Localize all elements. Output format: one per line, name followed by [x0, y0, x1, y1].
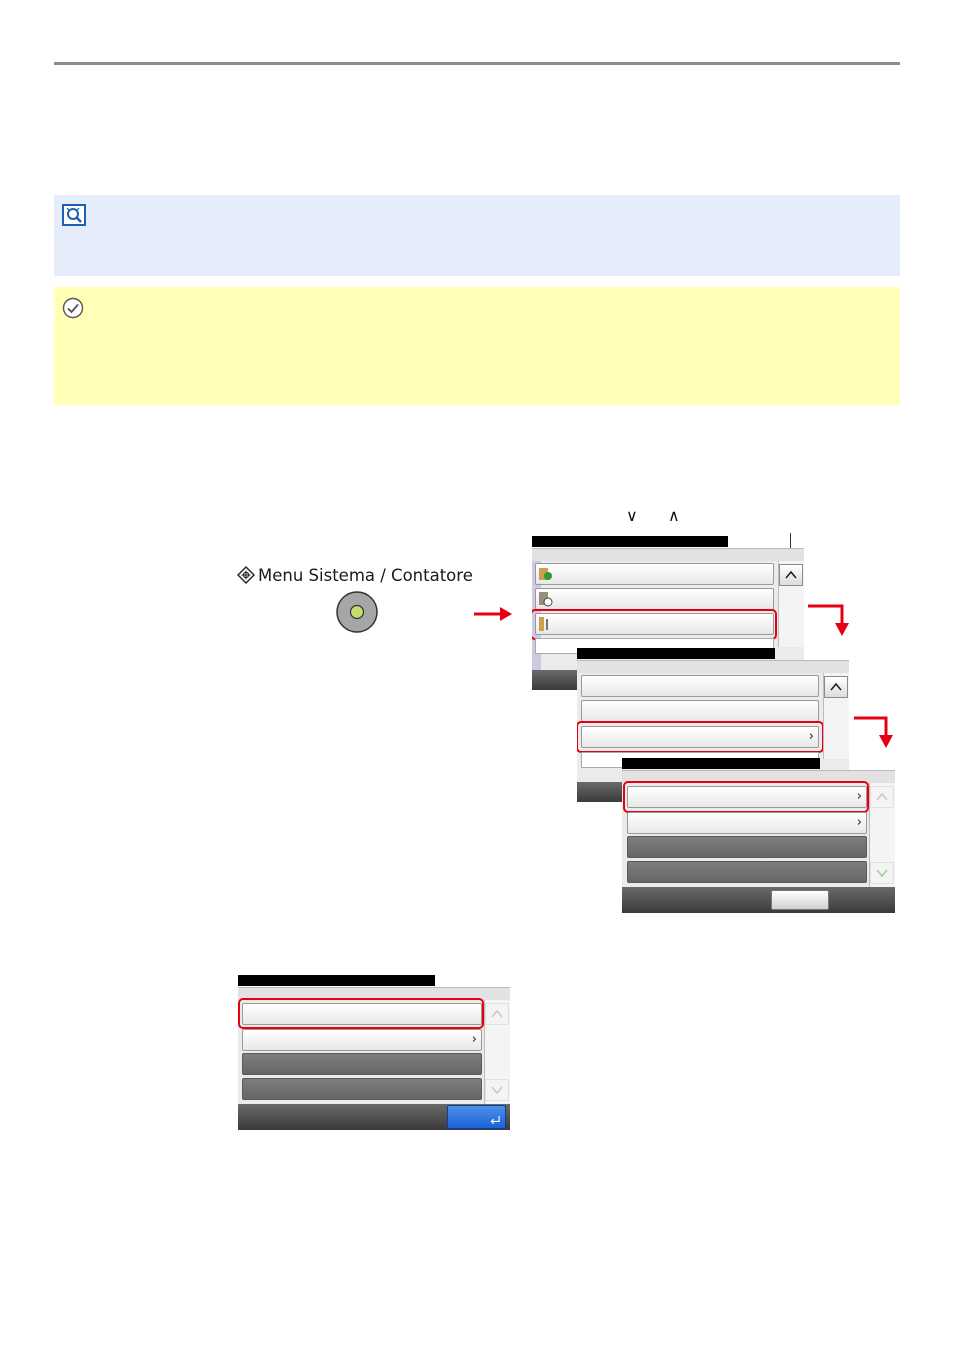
- list-item[interactable]: [581, 675, 819, 697]
- scroll-up-button[interactable]: [779, 564, 803, 586]
- screen-title-bar: [577, 648, 775, 659]
- check-box: [54, 287, 900, 405]
- scroll-down-hint: ∨: [626, 506, 638, 525]
- system-menu-key[interactable]: [336, 591, 378, 633]
- chevron-right-icon: ›: [471, 1032, 477, 1047]
- highlight-box: [238, 998, 484, 1029]
- tools-icon: [539, 617, 548, 631]
- list-item[interactable]: ›: [627, 812, 867, 834]
- header-rule: [54, 62, 900, 65]
- system-menu-label-text: Menu Sistema / Contatore: [258, 566, 473, 585]
- enter-icon: [490, 1116, 500, 1125]
- list-item[interactable]: [242, 1003, 482, 1025]
- list-item[interactable]: ›: [242, 1029, 482, 1051]
- screen-4: ›: [238, 975, 510, 1130]
- screen-3: › ›: [622, 758, 895, 913]
- chevron-right-icon: ›: [856, 789, 862, 804]
- red-turn-arrow-icon: [854, 716, 893, 748]
- scroll-up-button[interactable]: [870, 786, 894, 808]
- list-item-empty: [627, 861, 867, 883]
- red-arrow-icon: [474, 607, 512, 621]
- list-item[interactable]: ›: [581, 726, 819, 748]
- system-menu-key-label: Menu Sistema / Contatore: [237, 566, 473, 585]
- list-item[interactable]: [535, 563, 774, 585]
- list-item-empty: [242, 1078, 482, 1100]
- screen-title-bar: [238, 975, 435, 986]
- chevron-up-icon: [830, 682, 842, 691]
- list-item-empty: [242, 1053, 482, 1075]
- red-turn-arrow-icon: [808, 604, 849, 636]
- scroll-up-button[interactable]: [485, 1003, 509, 1025]
- counter-icon: [539, 568, 552, 580]
- ok-button[interactable]: [447, 1105, 506, 1129]
- list-item[interactable]: ›: [627, 786, 867, 808]
- highlight-box: [532, 609, 777, 640]
- chevron-up-icon: [876, 792, 888, 801]
- note-magnifier-icon: [62, 204, 86, 226]
- system-menu-icon: [237, 566, 255, 584]
- footer-button[interactable]: [771, 890, 829, 910]
- screen-footer: [622, 887, 895, 913]
- scroll-down-button[interactable]: [870, 862, 894, 884]
- chevron-up-icon: [785, 570, 797, 579]
- screen-title-bar: [622, 758, 820, 769]
- report-icon: [539, 592, 553, 607]
- highlight-box: [577, 721, 824, 753]
- highlight-box: [623, 781, 869, 813]
- screen-header: [532, 548, 804, 562]
- chevron-up-icon: [491, 1009, 503, 1018]
- chevron-right-icon: ›: [856, 815, 862, 830]
- screen-header: [577, 660, 849, 674]
- list-item[interactable]: [535, 588, 774, 610]
- scroll-up-button[interactable]: [824, 676, 848, 698]
- scroll-down-button[interactable]: [485, 1079, 509, 1101]
- chevron-down-icon: [491, 1086, 503, 1095]
- checkmark-circle-icon: [62, 297, 84, 319]
- note-box: [54, 195, 900, 276]
- chevron-right-icon: ›: [808, 729, 814, 744]
- list-item[interactable]: [581, 700, 819, 722]
- list-item-system-settings[interactable]: [535, 613, 774, 635]
- list-item-empty: [627, 836, 867, 858]
- scroll-up-hint: ∧: [668, 506, 680, 525]
- chevron-down-icon: [876, 869, 888, 878]
- screen-title-bar: [532, 536, 728, 547]
